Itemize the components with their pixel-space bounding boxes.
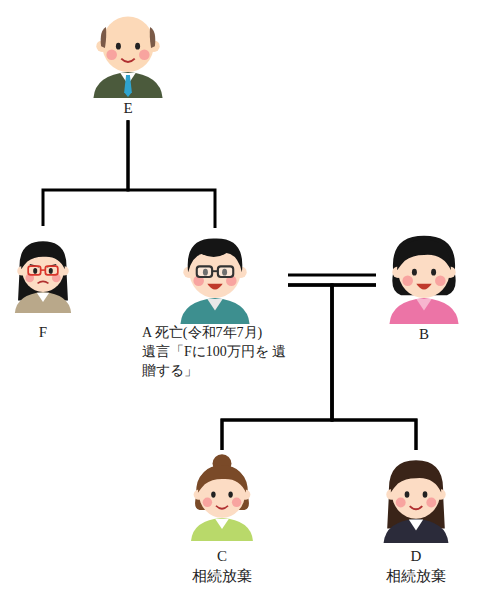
person-illustration bbox=[4, 226, 82, 322]
person-label: E bbox=[123, 98, 132, 118]
mouth bbox=[216, 506, 228, 509]
person-label: C bbox=[217, 546, 227, 566]
collar bbox=[409, 520, 423, 531]
body bbox=[389, 298, 458, 324]
eye bbox=[431, 269, 436, 276]
glasses-bridge bbox=[212, 270, 218, 272]
family-line bbox=[222, 285, 376, 450]
person-node: A 死亡(令和7年7月)遺言「Fに100万円を 遺贈する」 bbox=[142, 228, 288, 381]
hair-front bbox=[391, 464, 441, 493]
person-node: E bbox=[80, 2, 176, 118]
hair-back bbox=[387, 460, 445, 528]
hair-back bbox=[18, 241, 68, 300]
eye bbox=[33, 268, 37, 274]
eye bbox=[423, 491, 428, 497]
family-line bbox=[43, 120, 128, 226]
cheek bbox=[396, 498, 406, 508]
collar bbox=[416, 299, 431, 311]
glasses bbox=[197, 266, 212, 277]
hair-front bbox=[198, 465, 246, 493]
eye bbox=[211, 491, 215, 497]
person-node: D相続放棄 bbox=[366, 450, 466, 587]
cheek bbox=[139, 50, 150, 61]
mouth bbox=[38, 281, 49, 283]
collar bbox=[37, 293, 49, 302]
head bbox=[102, 16, 154, 72]
tie bbox=[124, 75, 132, 97]
person-label: A 死亡(令和7年7月) bbox=[142, 324, 288, 343]
note-text: 遺言「Fに100万円を 遺贈する」 bbox=[142, 343, 288, 381]
mouth bbox=[207, 284, 222, 290]
person-illustration bbox=[80, 2, 176, 98]
cheek bbox=[203, 498, 212, 507]
mouth bbox=[416, 284, 431, 290]
eye bbox=[405, 491, 410, 497]
collar bbox=[215, 519, 229, 529]
hair-front bbox=[188, 239, 243, 273]
hair-front bbox=[397, 240, 451, 271]
person-illustration bbox=[167, 228, 263, 324]
person-illustration bbox=[371, 450, 461, 546]
glasses-bridge bbox=[41, 269, 46, 271]
hair-side bbox=[101, 27, 107, 48]
person-label: F bbox=[39, 322, 47, 342]
family-line bbox=[128, 120, 215, 228]
hair-side bbox=[150, 27, 156, 48]
cheek bbox=[106, 50, 117, 61]
glasses bbox=[218, 266, 233, 277]
body bbox=[191, 518, 253, 541]
note-text: 相続放棄 bbox=[192, 566, 252, 586]
person-label: D bbox=[411, 546, 422, 566]
body bbox=[15, 292, 71, 313]
cheek bbox=[435, 276, 446, 287]
eye bbox=[228, 491, 232, 497]
collar bbox=[207, 299, 222, 311]
person-label: B bbox=[419, 324, 429, 344]
body bbox=[180, 298, 249, 324]
mouth bbox=[410, 506, 423, 509]
glasses bbox=[28, 266, 40, 275]
eye bbox=[412, 269, 417, 276]
eye bbox=[135, 43, 140, 50]
cheek bbox=[402, 276, 413, 287]
glasses bbox=[45, 266, 57, 275]
hair-front bbox=[21, 244, 65, 269]
note-text: 相続放棄 bbox=[386, 566, 446, 586]
cheek bbox=[232, 498, 241, 507]
eye bbox=[116, 43, 121, 50]
eye bbox=[49, 268, 53, 274]
person-node: F bbox=[4, 226, 82, 342]
person-illustration bbox=[376, 228, 472, 324]
person-node: C相続放棄 bbox=[172, 450, 272, 587]
mouth bbox=[121, 59, 134, 62]
body bbox=[93, 72, 162, 98]
person-node: B bbox=[376, 228, 472, 344]
body bbox=[384, 519, 449, 543]
cheek bbox=[426, 498, 436, 508]
person-illustration bbox=[179, 450, 265, 546]
